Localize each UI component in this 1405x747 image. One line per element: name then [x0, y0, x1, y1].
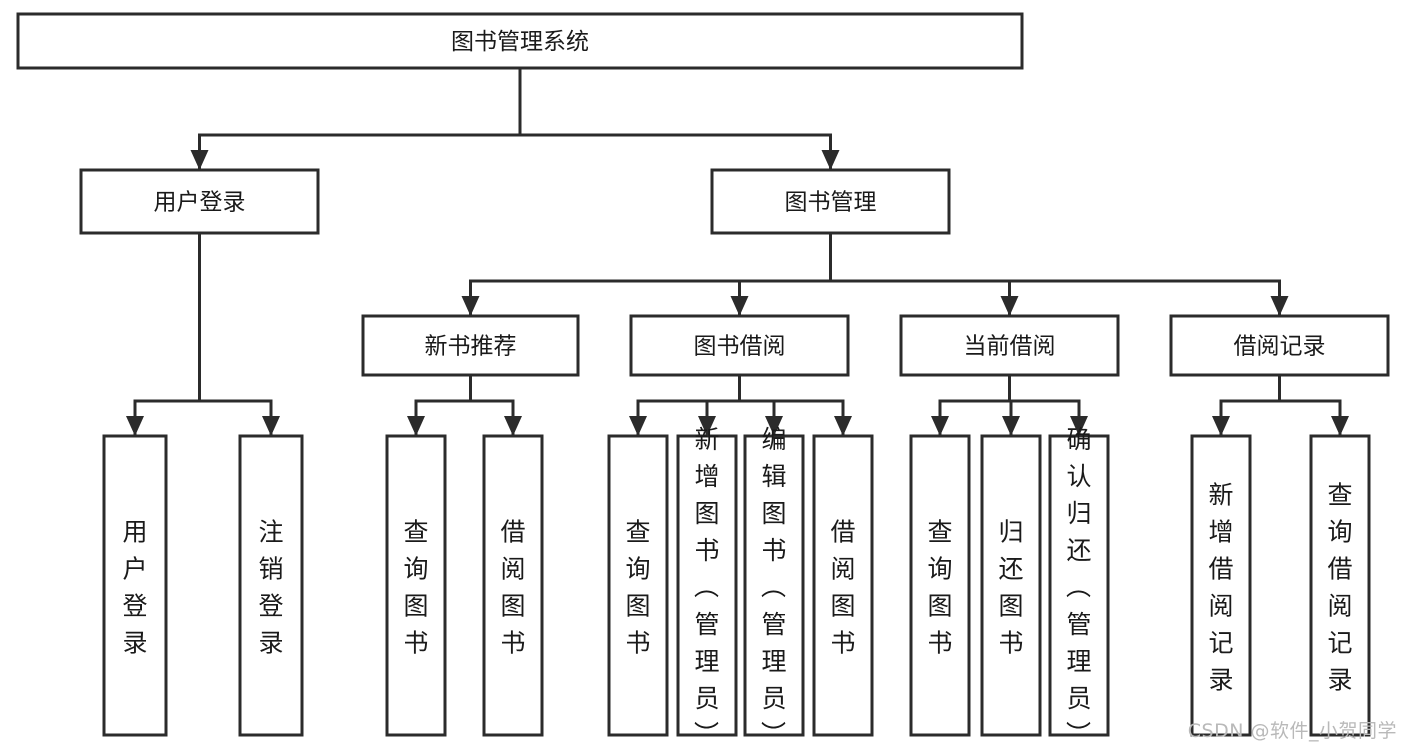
- node-box[interactable]: [1190, 434, 1252, 737]
- node-box[interactable]: [710, 168, 951, 235]
- node-box[interactable]: [629, 314, 850, 377]
- arrow-head-icon: [1000, 296, 1019, 316]
- node-leaf-user-login[interactable]: 用户登录: [102, 434, 168, 737]
- arrow-head-icon: [834, 416, 852, 436]
- node-root[interactable]: 图书管理系统: [16, 12, 1024, 70]
- node-book-manage[interactable]: 图书管理: [710, 168, 951, 235]
- arrow-head-icon: [126, 416, 144, 436]
- node-label: 注销登录: [258, 517, 283, 657]
- node-box[interactable]: [79, 168, 320, 235]
- node-box[interactable]: [980, 434, 1042, 737]
- node-label: 新增借阅记录: [1208, 480, 1233, 694]
- connector-layer: [126, 66, 1349, 437]
- node-box[interactable]: [1309, 434, 1371, 737]
- arrow-head-icon: [629, 416, 647, 436]
- arrow-head-icon: [1070, 416, 1088, 436]
- node-leaf-confirm-return[interactable]: 确认归还（管理员）: [1048, 425, 1110, 747]
- node-box[interactable]: [102, 434, 168, 737]
- node-label: 借阅图书: [500, 517, 525, 657]
- node-leaf-logout[interactable]: 注销登录: [238, 434, 304, 737]
- node-new-book-rec[interactable]: 新书推荐: [361, 314, 580, 377]
- node-label: 借阅记录: [1234, 334, 1326, 360]
- node-book-borrow[interactable]: 图书借阅: [629, 314, 850, 377]
- node-leaf-borrow-book-1[interactable]: 借阅图书: [482, 434, 544, 737]
- node-box[interactable]: [1169, 314, 1390, 377]
- node-label: 编辑图书（管理员）: [761, 425, 787, 747]
- node-box[interactable]: [361, 314, 580, 377]
- node-label: 查询图书: [625, 517, 650, 657]
- node-box[interactable]: [676, 434, 738, 737]
- arrow-head-icon: [1212, 416, 1230, 436]
- node-label: 图书管理: [785, 190, 877, 216]
- node-label: 借阅图书: [830, 517, 855, 657]
- node-leaf-query-book-3[interactable]: 查询图书: [909, 434, 971, 737]
- arrow-head-icon: [461, 296, 480, 316]
- node-borrow-record[interactable]: 借阅记录: [1169, 314, 1390, 377]
- node-box[interactable]: [1048, 434, 1110, 737]
- arrow-head-icon: [1270, 296, 1289, 316]
- arrow-head-icon: [504, 416, 522, 436]
- node-box[interactable]: [482, 434, 544, 737]
- node-box[interactable]: [385, 434, 447, 737]
- node-leaf-edit-book[interactable]: 编辑图书（管理员）: [743, 425, 805, 747]
- node-leaf-borrow-book-2[interactable]: 借阅图书: [812, 434, 874, 737]
- arrow-head-icon: [1331, 416, 1349, 436]
- node-box[interactable]: [899, 314, 1120, 377]
- node-label: 归还图书: [998, 517, 1023, 657]
- arrow-head-icon: [730, 296, 749, 316]
- node-label: 查询借阅记录: [1327, 480, 1352, 694]
- arrow-head-icon: [407, 416, 425, 436]
- node-label: 当前借阅: [964, 334, 1056, 360]
- node-leaf-add-record[interactable]: 新增借阅记录: [1190, 434, 1252, 737]
- node-leaf-add-book[interactable]: 新增图书（管理员）: [676, 425, 738, 747]
- arrow-head-icon: [931, 416, 949, 436]
- arrow-head-icon: [698, 416, 716, 436]
- node-box[interactable]: [743, 434, 805, 737]
- node-leaf-query-book-1[interactable]: 查询图书: [385, 434, 447, 737]
- arrow-head-icon: [821, 150, 840, 170]
- node-label: 用户登录: [154, 190, 246, 216]
- arrow-head-icon: [765, 416, 783, 436]
- node-label: 图书借阅: [694, 334, 786, 360]
- node-leaf-return-book[interactable]: 归还图书: [980, 434, 1042, 737]
- node-user-login[interactable]: 用户登录: [79, 168, 320, 235]
- node-label: 用户登录: [122, 517, 147, 657]
- node-label: 确认归还（管理员）: [1066, 425, 1092, 747]
- node-leaf-query-record[interactable]: 查询借阅记录: [1309, 434, 1371, 737]
- arrow-head-icon: [262, 416, 280, 436]
- node-label: 图书管理系统: [451, 29, 589, 55]
- node-box[interactable]: [812, 434, 874, 737]
- node-label: 新增图书（管理员）: [694, 425, 720, 747]
- node-label: 查询图书: [403, 517, 428, 657]
- node-label: 新书推荐: [425, 334, 517, 360]
- node-layer: 图书管理系统用户登录图书管理新书推荐图书借阅当前借阅借阅记录用户登录注销登录查询…: [16, 12, 1390, 747]
- node-box[interactable]: [16, 12, 1024, 70]
- arrow-head-icon: [190, 150, 209, 170]
- node-label: 查询图书: [927, 517, 952, 657]
- node-box[interactable]: [238, 434, 304, 737]
- node-current-borrow[interactable]: 当前借阅: [899, 314, 1120, 377]
- node-leaf-query-book-2[interactable]: 查询图书: [607, 434, 669, 737]
- node-box[interactable]: [607, 434, 669, 737]
- node-box[interactable]: [909, 434, 971, 737]
- arrow-head-icon: [1002, 416, 1020, 436]
